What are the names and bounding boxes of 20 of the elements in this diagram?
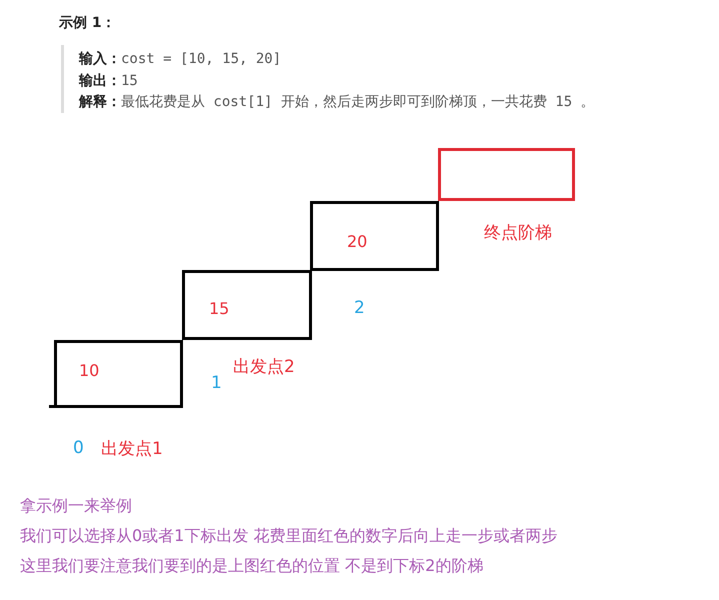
step-index: 1	[211, 373, 222, 393]
start-label: 出发点2	[233, 356, 295, 378]
input-line: 输入：cost = [10, 15, 20]	[79, 50, 282, 68]
cost-value: 20	[347, 232, 368, 251]
stair-step	[182, 270, 312, 340]
heading: 示例 1：	[59, 14, 116, 32]
note-line: 我们可以选择从0或者1下标出发 花费里面红色的数字后向上走一步或者两步	[20, 526, 558, 547]
start-label: 出发点1	[101, 438, 163, 460]
cost-value: 15	[209, 299, 230, 318]
note-line: 拿示例一来举例	[20, 496, 132, 517]
step-index: 0	[73, 438, 84, 458]
target-box	[438, 148, 575, 201]
stair-step	[54, 340, 183, 408]
cost-value: 10	[79, 361, 100, 380]
step-index: 2	[354, 298, 365, 318]
output-line: 输出：15	[79, 72, 138, 90]
stair-step	[310, 201, 439, 271]
target-label: 终点阶梯	[484, 222, 552, 244]
explanation-line: 解释：最低花费是从 cost[1] 开始，然后走两步即可到阶梯顶，一共花费 15 。	[79, 93, 595, 111]
note-line: 这里我们要注意我们要到的是上图红色的位置 不是到下标2的阶梯	[20, 556, 484, 577]
